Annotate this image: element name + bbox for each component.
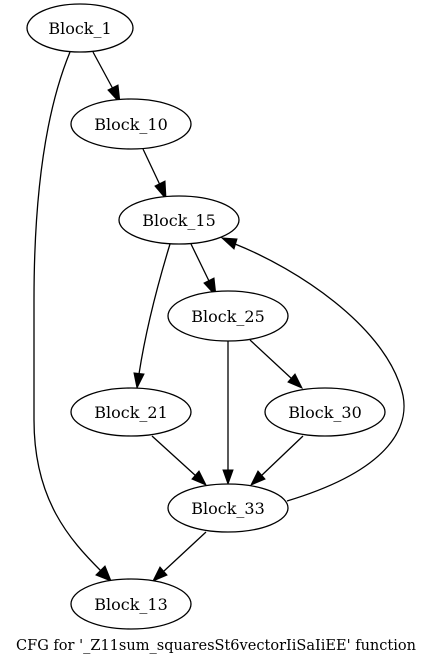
node-block-21: Block_21 [70, 387, 192, 437]
nodes: Block_1 Block_10 Block_15 Block_25 Block… [26, 3, 386, 630]
node-block-30-label: Block_30 [288, 403, 362, 422]
node-block-1-label: Block_1 [48, 19, 111, 38]
edge-block33-to-block13 [163, 531, 207, 572]
node-block-15: Block_15 [118, 195, 240, 245]
node-block-33: Block_33 [167, 483, 289, 533]
node-block-25-label: Block_25 [191, 307, 265, 326]
arrowhead-block25-to-block33 [222, 469, 234, 486]
arrowhead-block15-to-block21 [133, 372, 145, 390]
arrowhead-block33-to-block13 [151, 566, 168, 582]
edge-block10-to-block15 [142, 148, 161, 186]
node-block-30: Block_30 [264, 387, 386, 437]
edges [33, 51, 405, 582]
node-block-13-label: Block_13 [94, 595, 168, 614]
arrowhead-block33-to-block15 [220, 237, 238, 250]
node-block-10: Block_10 [70, 98, 192, 150]
arrowhead-block21-to-block33 [191, 470, 208, 486]
node-block-25: Block_25 [167, 290, 289, 342]
arrowhead-block25-to-block30 [287, 373, 304, 389]
node-block-15-label: Block_15 [142, 211, 216, 230]
node-block-13: Block_13 [70, 578, 192, 630]
edge-block25-to-block30 [249, 339, 293, 380]
edge-block1-to-block13 [33, 51, 102, 572]
arrowhead-block30-to-block33 [249, 470, 266, 486]
edge-block33-to-block15 [234, 243, 405, 502]
node-block-21-label: Block_21 [94, 403, 168, 422]
edge-block15-to-block21 [138, 243, 171, 375]
node-block-1: Block_1 [26, 3, 134, 53]
arrowhead-block1-to-block10 [107, 84, 121, 105]
edge-block30-to-block33 [260, 435, 304, 477]
arrowhead-block1-to-block13 [95, 565, 112, 582]
node-block-33-label: Block_33 [191, 499, 265, 518]
node-block-10-label: Block_10 [94, 115, 168, 134]
edge-block1-to-block10 [92, 51, 114, 90]
arrowhead-block10-to-block15 [154, 180, 167, 201]
diagram-caption: CFG for '_Z11sum_squaresSt6vectorIiSaIiE… [16, 636, 416, 654]
edge-block21-to-block33 [151, 435, 197, 477]
edge-block15-to-block25 [190, 243, 210, 282]
